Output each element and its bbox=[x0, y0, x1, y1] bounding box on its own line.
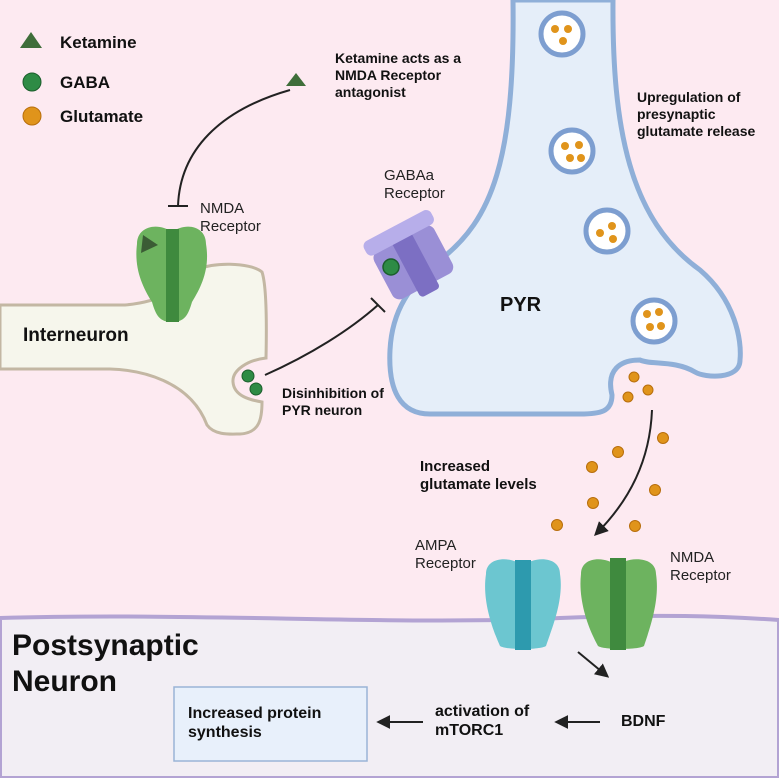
arrow-glutamate-to-receptors bbox=[594, 409, 653, 536]
ampa-receptor-label: AMPA Receptor bbox=[415, 537, 476, 572]
vesicle bbox=[583, 207, 631, 255]
protein-synthesis-text: Increased protein synthesis bbox=[188, 705, 322, 742]
legend-ketamine-label: Ketamine bbox=[60, 33, 137, 52]
nmda-receptor-postsynaptic-label: NMDA Receptor bbox=[670, 549, 731, 584]
nmda-receptor-postsynaptic bbox=[580, 558, 657, 650]
inhibition-arrow-ketamine bbox=[177, 89, 291, 207]
ketamine-icon bbox=[286, 73, 306, 86]
glutamate-released bbox=[551, 371, 669, 532]
ketamine-icon bbox=[141, 235, 158, 253]
vesicle bbox=[630, 297, 678, 345]
pyr-label: PYR bbox=[500, 294, 542, 316]
nmda-receptor-interneuron bbox=[136, 226, 208, 322]
legend-gaba-label: GABA bbox=[60, 73, 111, 92]
gaba-icon bbox=[22, 72, 42, 92]
increased-glutamate-text: Increased glutamate levels bbox=[420, 458, 537, 493]
interneuron-label: Interneuron bbox=[23, 325, 129, 346]
vesicle bbox=[548, 127, 596, 175]
bdnf-label: BDNF bbox=[621, 713, 666, 730]
disinhibition-text: Disinhibition of PYR neuron bbox=[282, 385, 384, 418]
gabaa-receptor bbox=[363, 210, 454, 300]
gaba-icon bbox=[249, 382, 263, 396]
ampa-receptor bbox=[485, 559, 561, 650]
ketamine-action-text: Ketamine acts as a NMDA Receptor antagon… bbox=[335, 50, 462, 100]
gabaa-receptor-label: GABAa Receptor bbox=[384, 167, 445, 202]
arrow-to-bdnf bbox=[577, 651, 610, 678]
vesicle bbox=[538, 10, 586, 58]
nmda-receptor-label: NMDA Receptor bbox=[200, 200, 261, 235]
interneuron-body bbox=[0, 262, 268, 436]
protein-synthesis-box bbox=[173, 686, 368, 762]
ketamine-icon bbox=[20, 32, 42, 48]
gaba-icon bbox=[382, 258, 400, 276]
glutamate-icon bbox=[22, 106, 42, 126]
legend-glutamate-label: Glutamate bbox=[60, 107, 144, 126]
mtorc1-text: activation of mTORC1 bbox=[435, 703, 530, 740]
postsynaptic-neuron-label: Postsynaptic Neuron bbox=[12, 629, 199, 698]
upregulation-text: Upregulation of presynaptic glutamate re… bbox=[637, 89, 756, 139]
inhibition-arrow-disinhibition bbox=[264, 304, 379, 376]
gaba-icon bbox=[241, 369, 255, 383]
